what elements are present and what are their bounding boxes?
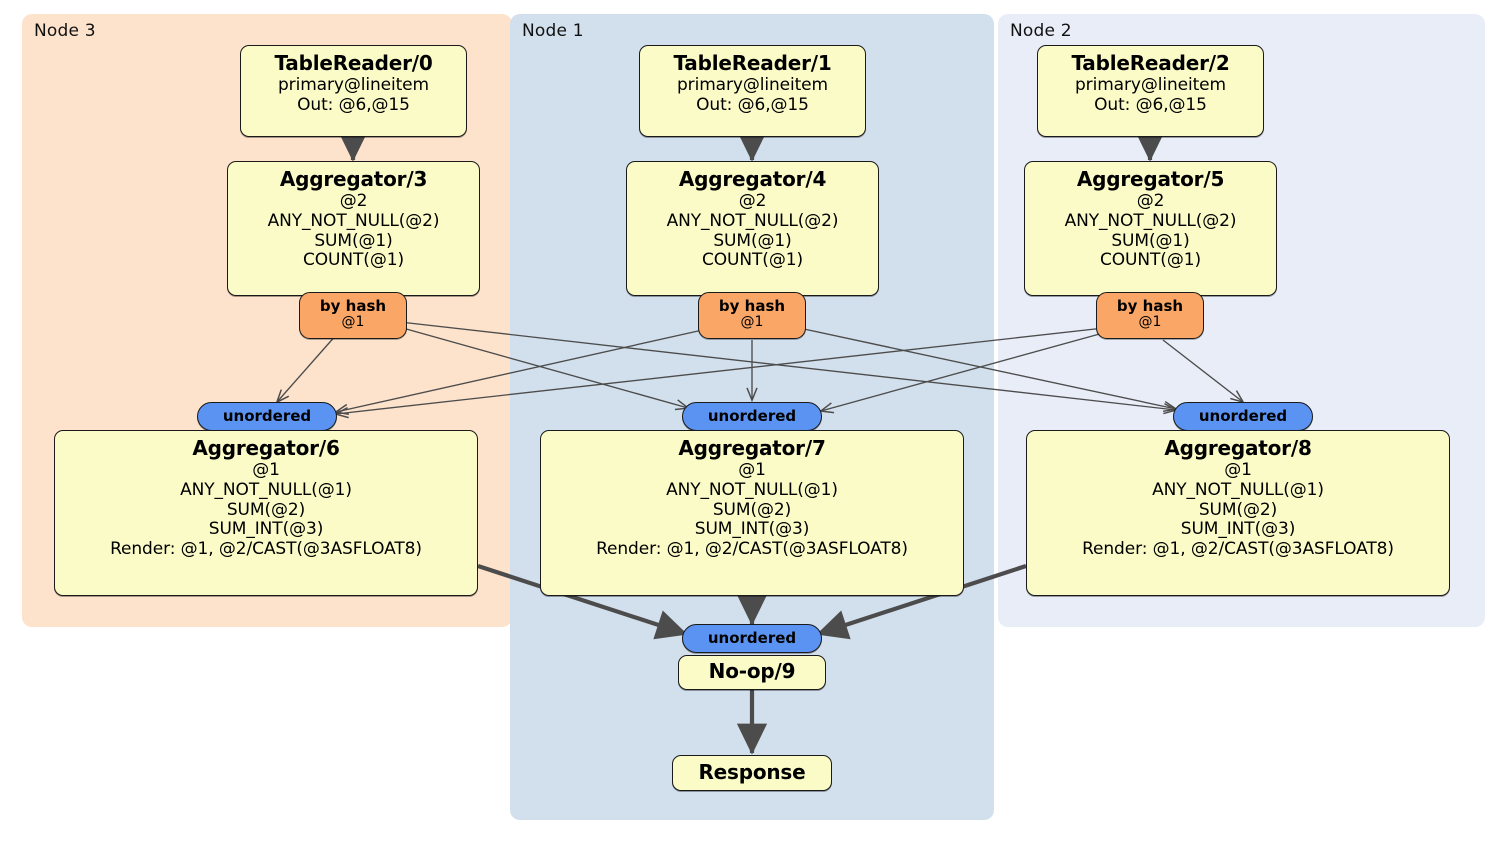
processor-line: ANY_NOT_NULL(@1) <box>666 479 838 500</box>
processor-line: SUM(@1) <box>1111 230 1190 251</box>
processor-tablereader1[interactable]: TableReader/1 primary@lineitem Out: @6,@… <box>639 45 866 137</box>
processor-title: Aggregator/8 <box>1164 436 1312 460</box>
processor-line: Render: @1, @2/CAST(@3ASFLOAT8) <box>110 539 422 560</box>
processor-line: @1 <box>252 460 280 481</box>
processor-line: COUNT(@1) <box>702 250 803 271</box>
router-sublabel: @1 <box>740 313 764 330</box>
router-label: by hash <box>319 297 387 315</box>
router-by-hash-aggregator3[interactable]: by hash @1 <box>299 292 407 339</box>
processor-aggregator6[interactable]: Aggregator/6 @1 ANY_NOT_NULL(@1) SUM(@2)… <box>54 430 478 596</box>
processor-title: Response <box>698 759 806 784</box>
router-by-hash-aggregator5[interactable]: by hash @1 <box>1096 292 1204 339</box>
processor-title: Aggregator/5 <box>1076 167 1225 191</box>
processor-tablereader0[interactable]: TableReader/0 primary@lineitem Out: @6,@… <box>240 45 467 137</box>
processor-title: TableReader/0 <box>274 51 433 75</box>
processor-line: ANY_NOT_NULL(@1) <box>180 479 352 500</box>
processor-response[interactable]: Response <box>672 755 832 791</box>
processor-line: ANY_NOT_NULL(@2) <box>1064 210 1237 231</box>
processor-title: Aggregator/3 <box>279 167 428 191</box>
processor-line: SUM(@1) <box>314 230 393 251</box>
router-label: by hash <box>1116 297 1184 315</box>
processor-line: SUM_INT(@3) <box>694 519 810 540</box>
processor-line: @2 <box>339 191 368 212</box>
processor-line: @2 <box>1136 191 1165 212</box>
processor-aggregator4[interactable]: Aggregator/4 @2 ANY_NOT_NULL(@2) SUM(@1)… <box>626 161 879 296</box>
processor-title: No-op/9 <box>708 659 796 684</box>
synchronizer-label: unordered <box>707 629 797 648</box>
router-sublabel: @1 <box>341 313 365 330</box>
synchronizer-unordered-aggregator7[interactable]: unordered <box>682 402 822 431</box>
processor-line: primary@lineitem <box>1074 75 1227 96</box>
processor-line: @1 <box>738 460 766 481</box>
node-region-label-node1: Node 1 <box>522 21 584 41</box>
processor-line: SUM(@2) <box>1198 499 1278 520</box>
processor-title: Aggregator/7 <box>678 436 826 460</box>
processor-aggregator8[interactable]: Aggregator/8 @1 ANY_NOT_NULL(@1) SUM(@2)… <box>1026 430 1450 596</box>
processor-title: Aggregator/6 <box>192 436 340 460</box>
processor-aggregator5[interactable]: Aggregator/5 @2 ANY_NOT_NULL(@2) SUM(@1)… <box>1024 161 1277 296</box>
processor-line: @2 <box>738 191 767 212</box>
node-region-label-node3: Node 3 <box>34 21 96 41</box>
synchronizer-unordered-aggregator8[interactable]: unordered <box>1173 402 1313 431</box>
processor-line: ANY_NOT_NULL(@2) <box>666 210 839 231</box>
processor-line: SUM(@2) <box>226 499 306 520</box>
processor-line: SUM(@2) <box>712 499 792 520</box>
processor-line: Render: @1, @2/CAST(@3ASFLOAT8) <box>1082 539 1394 560</box>
processor-line: ANY_NOT_NULL(@1) <box>1152 479 1324 500</box>
synchronizer-label: unordered <box>222 407 312 426</box>
processor-line: COUNT(@1) <box>1100 250 1201 271</box>
processor-line: ANY_NOT_NULL(@2) <box>267 210 440 231</box>
synchronizer-label: unordered <box>707 407 797 426</box>
processor-title: TableReader/1 <box>673 51 832 75</box>
synchronizer-label: unordered <box>1198 407 1288 426</box>
processor-title: TableReader/2 <box>1071 51 1230 75</box>
processor-line: SUM_INT(@3) <box>208 519 324 540</box>
synchronizer-unordered-aggregator6[interactable]: unordered <box>197 402 337 431</box>
processor-line: Out: @6,@15 <box>696 94 809 115</box>
router-label: by hash <box>718 297 786 315</box>
processor-title: Aggregator/4 <box>678 167 827 191</box>
processor-tablereader2[interactable]: TableReader/2 primary@lineitem Out: @6,@… <box>1037 45 1264 137</box>
processor-line: SUM(@1) <box>713 230 792 251</box>
processor-line: Out: @6,@15 <box>1094 94 1207 115</box>
node-region-label-node2: Node 2 <box>1010 21 1072 41</box>
processor-aggregator7[interactable]: Aggregator/7 @1 ANY_NOT_NULL(@1) SUM(@2)… <box>540 430 964 596</box>
processor-line: COUNT(@1) <box>303 250 404 271</box>
processor-line: @1 <box>1224 460 1252 481</box>
processor-aggregator3[interactable]: Aggregator/3 @2 ANY_NOT_NULL(@2) SUM(@1)… <box>227 161 480 296</box>
router-by-hash-aggregator4[interactable]: by hash @1 <box>698 292 806 339</box>
processor-line: primary@lineitem <box>676 75 829 96</box>
processor-line: primary@lineitem <box>277 75 430 96</box>
router-sublabel: @1 <box>1138 313 1162 330</box>
synchronizer-unordered-noop9[interactable]: unordered <box>682 624 822 653</box>
processor-noop9[interactable]: No-op/9 <box>678 655 826 690</box>
processor-line: Render: @1, @2/CAST(@3ASFLOAT8) <box>596 539 908 560</box>
processor-line: Out: @6,@15 <box>297 94 410 115</box>
processor-line: SUM_INT(@3) <box>1180 519 1296 540</box>
